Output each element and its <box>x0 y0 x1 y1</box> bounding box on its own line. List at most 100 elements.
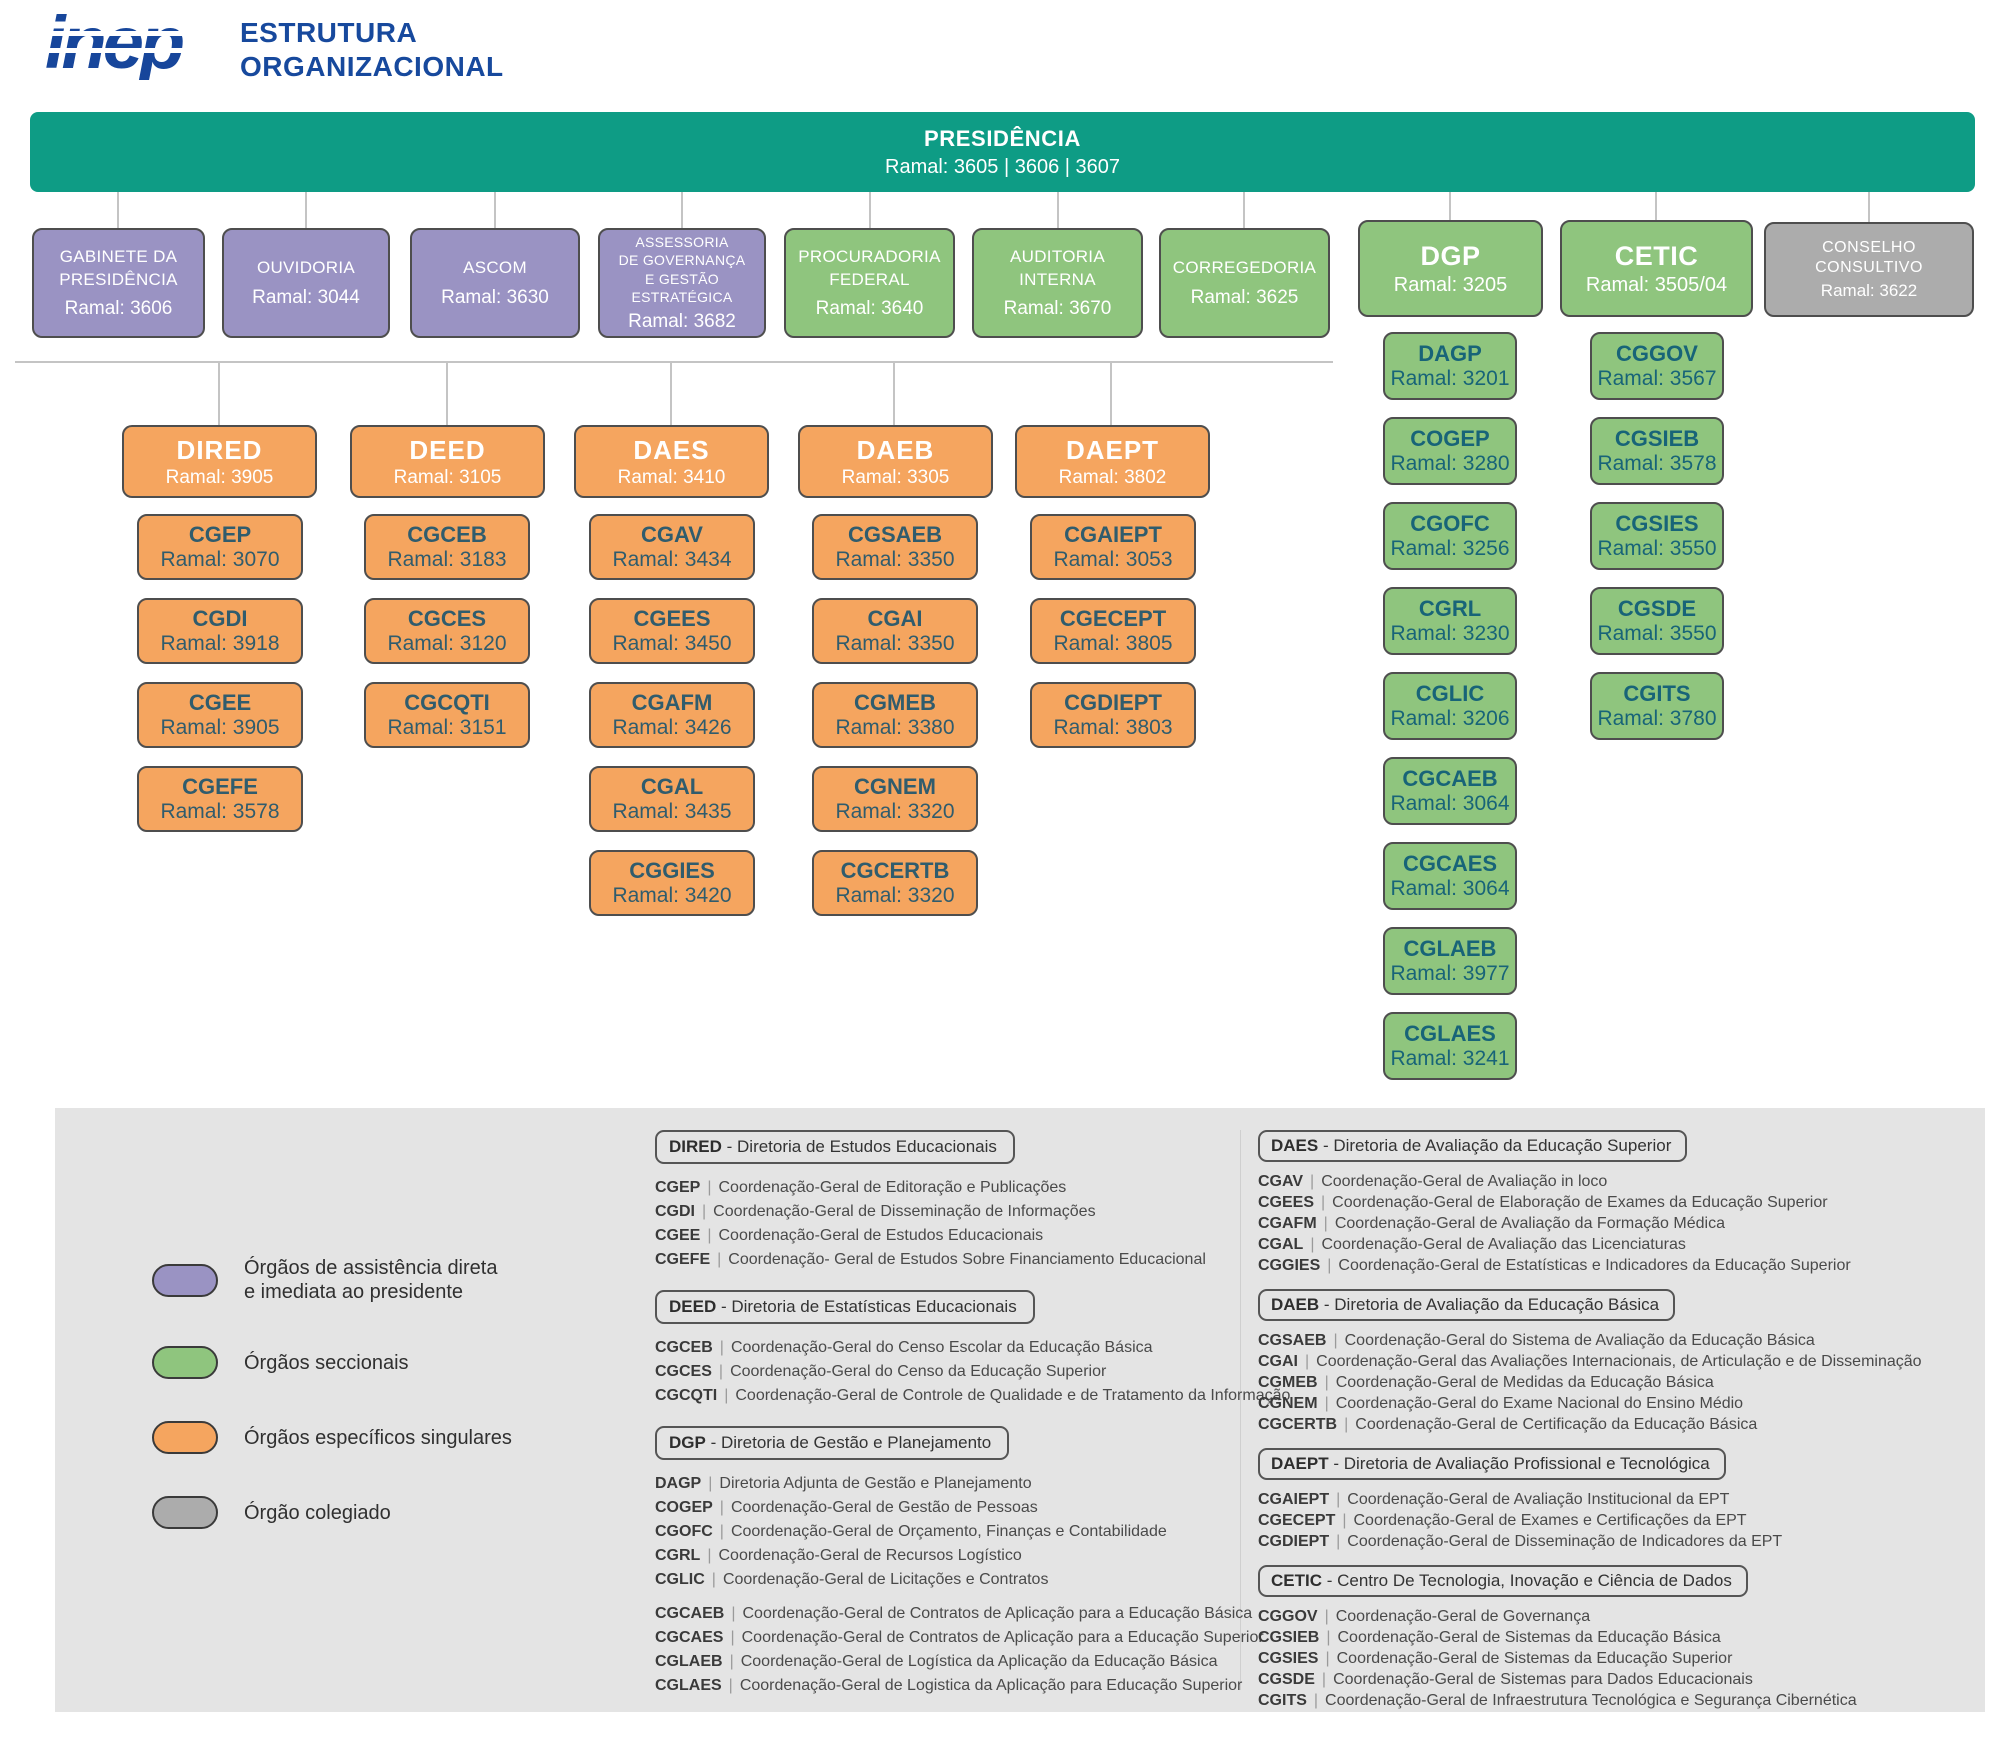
glossary-entry: CGAI|Coordenação-Geral das Avaliações In… <box>1258 1351 1958 1372</box>
node-extension: Ramal: 3070 <box>160 548 280 571</box>
glossary-entry: CGNEM|Coordenação-Geral do Exame Naciona… <box>1258 1393 1958 1414</box>
node-extension: Ramal: 3640 <box>815 297 924 319</box>
node-extension: Ramal: 3435 <box>612 800 732 823</box>
entry-separator: | <box>719 1523 724 1540</box>
entry-abbr: CGAI <box>1258 1353 1298 1370</box>
node-title: CGGOV <box>1616 340 1698 366</box>
connector-line <box>1110 363 1112 425</box>
org-node: CGSDE Ramal: 3550 <box>1590 587 1724 655</box>
node-title: CONSELHO CONSULTIVO <box>1815 239 1923 276</box>
entry-description: Coordenação-Geral de Certificação da Edu… <box>1355 1416 1758 1433</box>
entry-abbr: CGSIEB <box>1258 1629 1320 1646</box>
entry-separator: | <box>1325 1650 1330 1667</box>
entry-abbr: COGEP <box>655 1499 713 1516</box>
node-extension: Ramal: 3450 <box>612 632 732 655</box>
glossary-entry: CGCES|Coordenação-Geral do Censo da Educ… <box>655 1360 1220 1384</box>
entry-separator: | <box>719 1499 724 1516</box>
glossary-entry: CGAFM|Coordenação-Geral de Avaliação da … <box>1258 1213 1958 1234</box>
connector-line <box>670 363 672 425</box>
node-title: CGSIEB <box>1614 425 1700 451</box>
glossary-block-daes: DAES - Diretoria de Avaliação da Educaçã… <box>1258 1130 1958 1276</box>
glossary-entry: CGCERTB|Coordenação-Geral de Certificaçã… <box>1258 1414 1958 1435</box>
org-node-ascom: ASCOM Ramal: 3630 <box>410 228 580 338</box>
org-node: CGEE Ramal: 3905 <box>137 682 303 748</box>
entry-separator: | <box>707 1179 712 1196</box>
node-extension: Ramal: 3320 <box>835 800 955 823</box>
legend: Órgãos de assistência direta e imediata … <box>152 1256 512 1571</box>
org-node: CGCES Ramal: 3120 <box>364 598 530 664</box>
dgp-children-column: DAGP Ramal: 3201 COGEP Ramal: 3280 CGOFC… <box>1383 332 1517 1080</box>
node-extension: Ramal: 3241 <box>1390 1047 1510 1070</box>
node-title: ASCOM <box>463 258 527 278</box>
gray-pill-icon <box>152 1496 218 1529</box>
glossary-right-column: DAES - Diretoria de Avaliação da Educaçã… <box>1258 1130 1958 1724</box>
org-node: CGAI Ramal: 3350 <box>812 598 978 664</box>
org-node-cetic: CETIC Ramal: 3505/04 <box>1560 220 1753 317</box>
entry-description: Coordenação-Geral do Censo Escolar da Ed… <box>730 1339 1153 1356</box>
glossary-entry: CGAV|Coordenação-Geral de Avaliação in l… <box>1258 1171 1958 1192</box>
node-title: PROCURADORIA FEDERAL <box>798 247 941 289</box>
org-node: CGGOV Ramal: 3567 <box>1590 332 1724 400</box>
node-extension: Ramal: 3151 <box>387 716 507 739</box>
entry-separator: | <box>1324 1608 1329 1625</box>
entry-separator: | <box>1324 1395 1329 1412</box>
entry-description: Coordenação-Geral de Disseminação de Ind… <box>1347 1533 1783 1550</box>
entry-abbr: CGCEB <box>655 1339 713 1356</box>
node-extension: Ramal: 3605 | 3606 | 3607 <box>885 155 1120 178</box>
node-title: DAEPT <box>1065 434 1160 465</box>
glossary-entry: CGSDE|Coordenação-Geral de Sistemas para… <box>1258 1669 1958 1690</box>
org-node: CGCEB Ramal: 3183 <box>364 514 530 580</box>
node-extension: Ramal: 3802 <box>1058 466 1167 488</box>
node-extension: Ramal: 3350 <box>835 632 955 655</box>
entry-description: Coordenação- Geral de Estudos Sobre Fina… <box>728 1251 1206 1268</box>
org-node: CGDIEPT Ramal: 3803 <box>1030 682 1196 748</box>
node-title: CGEE <box>188 689 252 715</box>
glossary-entry: CGRL|Coordenação-Geral de Recursos Logís… <box>655 1544 1220 1568</box>
node-title: CGAFM <box>631 689 713 715</box>
entry-abbr: DAGP <box>655 1475 702 1492</box>
org-node: CGCERTB Ramal: 3320 <box>812 850 978 916</box>
entry-separator: | <box>1333 1332 1338 1349</box>
entry-abbr: CGAV <box>1258 1173 1304 1190</box>
entry-abbr: CGSAEB <box>1258 1332 1327 1349</box>
cetic-children-column: CGGOV Ramal: 3567 CGSIEB Ramal: 3578 CGS… <box>1590 332 1724 740</box>
glossary-entries: CGCEB|Coordenação-Geral do Censo Escolar… <box>655 1336 1290 1408</box>
node-extension: Ramal: 3977 <box>1390 962 1510 985</box>
org-node-corregedoria: CORREGEDORIA Ramal: 3625 <box>1159 228 1330 338</box>
entry-separator: | <box>1324 1374 1329 1391</box>
daept-children-column: CGAIEPT Ramal: 3053 CGECEPT Ramal: 3805 … <box>1030 514 1196 748</box>
org-node-daept: DAEPT Ramal: 3802 <box>1015 425 1210 498</box>
node-extension: Ramal: 3044 <box>252 286 360 308</box>
entry-description: Coordenação-Geral de Medidas da Educação… <box>1335 1374 1714 1391</box>
glossary-entry: CGECEPT|Coordenação-Geral de Exames e Ce… <box>1258 1510 1958 1531</box>
org-node-procuradoria: PROCURADORIA FEDERAL Ramal: 3640 <box>784 228 955 338</box>
entry-abbr: CGNEM <box>1258 1395 1318 1412</box>
node-title: CGCQTI <box>404 689 490 715</box>
glossary-header-abbr: DEED <box>669 1297 717 1316</box>
node-extension: Ramal: 3205 <box>1393 273 1508 296</box>
glossary-entry: CGSAEB|Coordenação-Geral do Sistema de A… <box>1258 1330 1958 1351</box>
glossary-block-deed: DEED - Diretoria de Estatísticas Educaci… <box>655 1290 1290 1408</box>
connector-line <box>446 363 448 425</box>
node-title: CGDI <box>192 605 248 631</box>
node-extension: Ramal: 3120 <box>387 632 507 655</box>
entry-abbr: CGGIES <box>1258 1257 1321 1274</box>
glossary-block-dired: DIRED - Diretoria de Estudos Educacionai… <box>655 1130 1220 1272</box>
entry-description: Coordenação-Geral de Sistemas da Educaçã… <box>1337 1629 1721 1646</box>
org-node: CGAFM Ramal: 3426 <box>589 682 755 748</box>
glossary-entry: CGMEB|Coordenação-Geral de Medidas da Ed… <box>1258 1372 1958 1393</box>
green-pill-icon <box>152 1346 218 1379</box>
entry-abbr: CGCAEB <box>655 1605 725 1622</box>
glossary-entry: CGEES|Coordenação-Geral de Elaboração de… <box>1258 1192 1958 1213</box>
org-node: CGLAES Ramal: 3241 <box>1383 1012 1517 1080</box>
legend-label: Órgãos de assistência direta e imediata … <box>244 1257 498 1303</box>
entry-abbr: CGCES <box>655 1363 712 1380</box>
glossary-header: DEED - Diretoria de Estatísticas Educaci… <box>655 1290 1035 1324</box>
glossary-header: DAEB - Diretoria de Avaliação da Educaçã… <box>1258 1289 1676 1321</box>
entry-abbr: CGGOV <box>1258 1608 1318 1625</box>
org-node-deed: DEED Ramal: 3105 <box>350 425 545 498</box>
org-node: CGRL Ramal: 3230 <box>1383 587 1517 655</box>
glossary-entry: CGLIC|Coordenação-Geral de Licitações e … <box>655 1568 1220 1592</box>
entry-separator: | <box>707 1547 712 1564</box>
